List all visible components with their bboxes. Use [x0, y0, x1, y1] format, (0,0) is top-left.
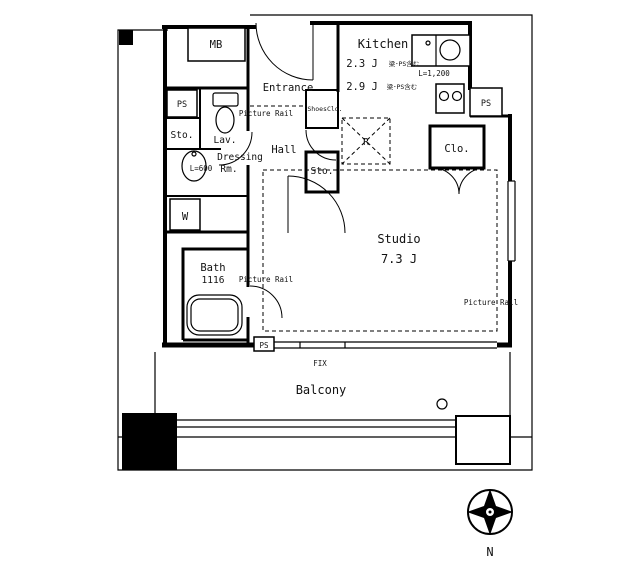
- shoes-closet-label: ShoesClo.: [307, 105, 342, 113]
- kitchen-counter-length: L=1,200: [418, 69, 450, 78]
- closet-door-arc-left: [432, 167, 460, 195]
- fixtures: [166, 27, 503, 352]
- ps-bottom-label: PS: [259, 341, 269, 350]
- studio-label: Studio: [377, 232, 420, 246]
- washer-label: W: [182, 211, 189, 223]
- washer-space: [169, 198, 201, 231]
- bathtub-inner: [190, 298, 239, 332]
- pipe-space-right: [469, 87, 503, 117]
- meter-box: [187, 27, 246, 62]
- bath-size: 1116: [202, 275, 225, 286]
- balcony-label: Balcony: [296, 383, 347, 397]
- stove-burner-2: [451, 90, 463, 102]
- hall-label: Hall: [271, 144, 296, 156]
- pipe-space-bottom: [253, 336, 275, 352]
- balcony-window: [261, 341, 497, 349]
- compass-rose: [467, 489, 513, 535]
- interior-walls: [165, 23, 340, 345]
- storage-hall-label: Sto.: [311, 166, 334, 177]
- kitchen-sink: [439, 39, 461, 61]
- toilet-tank: [212, 92, 239, 107]
- kitchen-label: Kitchen: [358, 37, 409, 51]
- pillar-bottom-left: [122, 413, 177, 470]
- corner-pillar: [119, 30, 133, 45]
- building-outline: [117, 14, 533, 471]
- pipe-space-left: [166, 89, 198, 118]
- storage-left-label: Sto.: [171, 130, 194, 141]
- entrance-door-arc: [255, 22, 314, 81]
- picture-rail-studio-label: Picture Rail: [464, 298, 518, 307]
- lav-label: Lav.: [214, 135, 237, 146]
- kitchen-faucet: [425, 40, 431, 46]
- closet-label: Clo.: [444, 143, 469, 155]
- fix-window-label: FIX: [313, 359, 327, 368]
- unit-walls: [162, 21, 512, 348]
- picture-rail-studio-rect: [262, 169, 498, 332]
- stove-burner-1: [438, 90, 450, 102]
- bathtub: [186, 294, 243, 336]
- lav-door-arc: [218, 131, 253, 166]
- compass-north-label: N: [486, 545, 493, 559]
- bath-door-arc: [249, 285, 283, 319]
- basin: [181, 150, 207, 182]
- kitchen-note-1: 梁･PS含む: [389, 59, 420, 68]
- kitchen-size-1: 2.3 J: [346, 58, 378, 70]
- dashed-lines: [250, 105, 498, 332]
- fridge-space: [341, 117, 391, 165]
- kitchen-note-2: 梁･PS含む: [387, 82, 418, 91]
- picture-rail-entrance-label: Picture Rail: [239, 109, 293, 118]
- closet-door-arc-right: [458, 167, 486, 195]
- bath-walls: [181, 247, 248, 342]
- labels: MB Kitchen 2.3 J 梁･PS含む L=1,200 2.9 J 梁･…: [171, 37, 519, 559]
- balcony-drain: [436, 398, 448, 410]
- dressing-counter-length: L=600: [190, 164, 213, 173]
- dressing-label-1: Dressing: [217, 152, 263, 163]
- hall-storage-box: [304, 150, 340, 194]
- picture-rail-bath-label: Picture Rail: [239, 275, 293, 284]
- studio-size: 7.3 J: [381, 252, 417, 266]
- ps-right-label: PS: [481, 99, 491, 109]
- basin-faucet: [191, 151, 197, 157]
- mb-label: MB: [210, 39, 223, 51]
- shoes-closet-box: [305, 89, 339, 129]
- kitchen-counter: [411, 34, 471, 67]
- kitchen-size-2: 2.9 J: [346, 81, 378, 93]
- pillar-bottom-right: [455, 415, 511, 465]
- entrance-label: Entrance: [263, 82, 314, 94]
- right-window: [507, 180, 516, 262]
- studio-door-arc: [287, 175, 346, 234]
- toilet-bowl: [215, 106, 235, 134]
- fridge-label: R: [363, 137, 369, 148]
- dressing-label-2: Rm.: [220, 164, 237, 175]
- bath-label: Bath: [200, 262, 225, 274]
- shoes-closet-door-arc: [305, 129, 337, 161]
- ps-left-label: PS: [177, 100, 187, 110]
- closet-box: [428, 124, 486, 170]
